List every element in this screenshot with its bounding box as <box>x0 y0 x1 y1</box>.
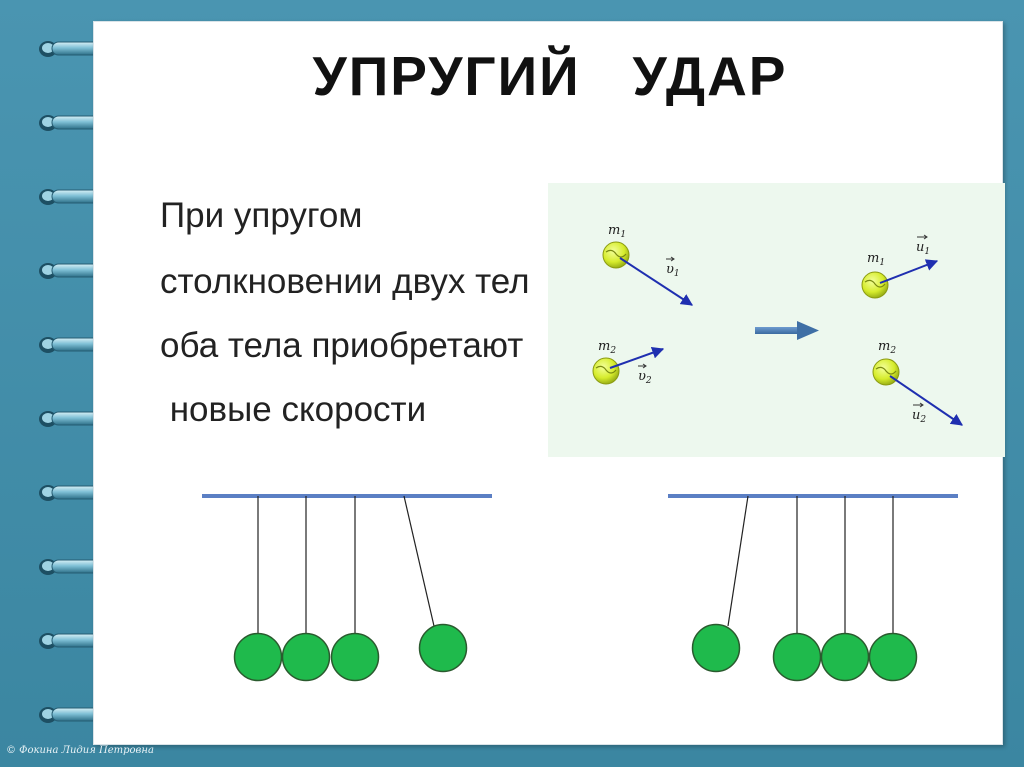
right-cradle-ball-4 <box>868 632 918 682</box>
body-text-line-2: столкновении двух тел <box>160 262 530 301</box>
after-u2-label: u2 <box>912 408 926 425</box>
process-arrow <box>755 321 819 340</box>
before-v2-label: υ2 <box>638 369 652 386</box>
collision-diagram-panel <box>548 183 1005 457</box>
right-cradle-ball-1 <box>691 623 741 673</box>
left-cradle-ball-2 <box>281 632 331 682</box>
right-cradle-string-1 <box>727 495 749 627</box>
left-cradle-string-4 <box>403 495 435 627</box>
before-ball-1 <box>602 241 630 269</box>
copyright-note: © Фокина Лидия Петровна <box>6 745 154 756</box>
body-text-line-3: оба тела приобретают <box>160 326 524 365</box>
before-velocity-2-arrow <box>609 346 665 369</box>
after-m2-label: m2 <box>878 339 896 356</box>
before-velocity-1-arrow <box>619 257 694 306</box>
left-cradle-ball-4 <box>418 623 468 673</box>
after-ball-2 <box>872 358 900 386</box>
after-velocity-2-arrow <box>889 375 963 426</box>
left-cradle-ball-3 <box>330 632 380 682</box>
vector-overlines <box>638 234 928 408</box>
body-text-line-4: новые скорости <box>160 390 427 429</box>
slide-title: УПРУГИЙ УДАР <box>312 45 788 107</box>
right-cradle-ball-2 <box>772 632 822 682</box>
after-u1-label: u1 <box>916 240 930 257</box>
after-m1-label: m1 <box>867 251 885 268</box>
right-cradle-ball-3 <box>820 632 870 682</box>
left-cradle-ball-1 <box>233 632 283 682</box>
after-velocity-1-arrow <box>879 259 939 284</box>
before-ball-2 <box>592 357 620 385</box>
body-text-line-1: При упругом <box>160 196 363 235</box>
before-m1-label: m1 <box>608 223 626 240</box>
after-ball-1 <box>861 271 889 299</box>
before-m2-label: m2 <box>598 339 616 356</box>
before-v1-label: υ1 <box>666 262 680 279</box>
